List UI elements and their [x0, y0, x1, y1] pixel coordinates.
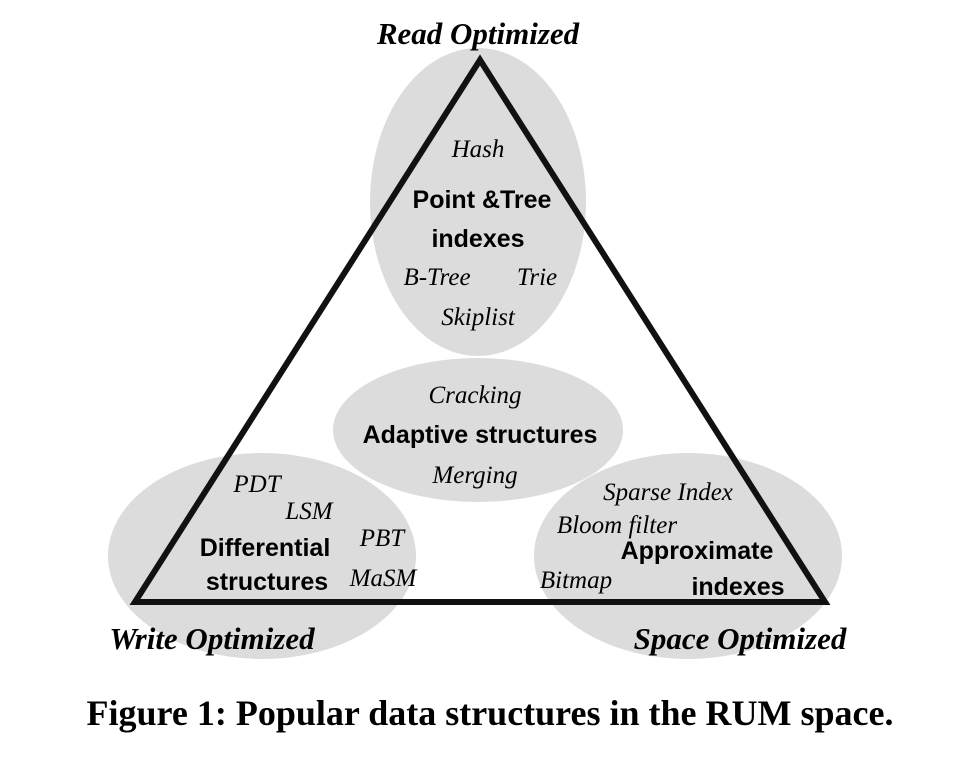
write-optimized-label: Write Optimized [109, 621, 315, 656]
write-optimized-ellipse [108, 453, 416, 659]
hash-label: Hash [451, 136, 505, 163]
pdt-label: PDT [232, 471, 282, 498]
bitmap-label: Bitmap [540, 567, 612, 594]
read-optimized-ellipse [370, 48, 586, 356]
btree-label: B-Tree [403, 264, 470, 291]
space-optimized-label: Space Optimized [634, 621, 847, 656]
merging-label: Merging [431, 462, 517, 489]
point-tree-title-line2: indexes [431, 225, 524, 253]
differential-title-line1: Differential [200, 534, 331, 562]
pbt-label: PBT [359, 525, 407, 552]
adaptive-ellipse [333, 358, 623, 502]
adaptive-structures-title: Adaptive structures [363, 421, 598, 449]
masm-label: MaSM [349, 565, 418, 592]
cracking-label: Cracking [428, 382, 521, 409]
differential-title-line2: structures [206, 568, 328, 596]
rum-triangle [129, 54, 831, 605]
bloom-filter-label: Bloom filter [557, 512, 677, 539]
figure-caption: Figure 1: Popular data structures in the… [86, 693, 894, 733]
lsm-label: LSM [284, 498, 333, 525]
approximate-title-line1: Approximate [621, 537, 774, 565]
sparse-index-label: Sparse Index [603, 479, 733, 506]
skiplist-label: Skiplist [441, 304, 516, 331]
point-tree-title-line1: Point &Tree [413, 186, 552, 214]
read-optimized-label: Read Optimized [376, 16, 580, 51]
trie-label: Trie [517, 264, 557, 291]
approximate-title-line2: indexes [691, 573, 784, 601]
